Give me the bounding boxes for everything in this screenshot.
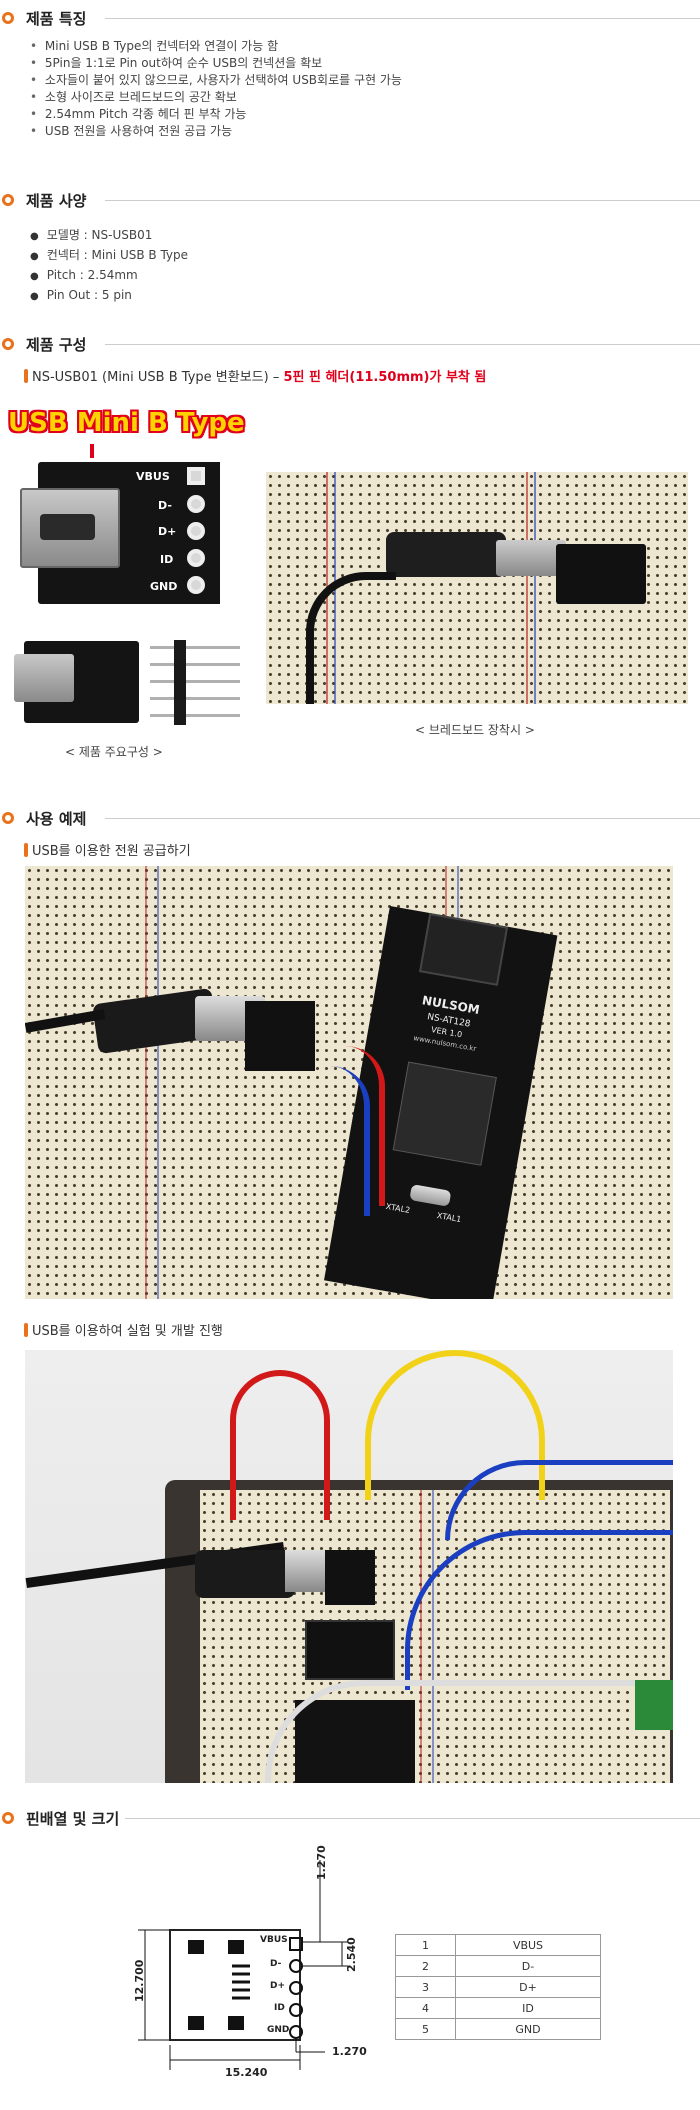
- dim-width: 15.240: [225, 2066, 268, 2079]
- example-dev-title: USB를 이용하여 실험 및 개발 진행: [32, 1324, 223, 1339]
- pad: [187, 576, 205, 594]
- pin-label-dminus: D-: [158, 499, 172, 512]
- dim-pitch: 2.540: [345, 1937, 358, 1972]
- dim-height: 12.700: [133, 1959, 146, 2002]
- dev-example-photo: [25, 1350, 673, 1783]
- xtal2-label: XTAL2: [385, 1201, 411, 1216]
- list-item: Mini USB B Type의 컨넥터와 연결이 가능 함: [30, 38, 402, 55]
- composition-subhead: NS-USB01 (Mini USB B Type 변환보드) – 5핀 핀 헤…: [24, 366, 486, 385]
- pin-label-dplus: D+: [158, 525, 177, 538]
- features-list: Mini USB B Type의 컨넥터와 연결이 가능 함 5Pin을 1:1…: [30, 38, 402, 140]
- list-item: 소자들이 붙어 있지 않으므로, 사용자가 선택하여 USB회로를 구현 가능: [30, 72, 402, 89]
- usb-type-label: USB Mini B Type: [8, 408, 245, 438]
- mcu-url: www.nulsom.co.kr: [412, 1034, 477, 1054]
- section-title: 핀배열 및 크기: [26, 1810, 120, 1828]
- section-divider: [125, 1818, 700, 1819]
- pad: [187, 549, 205, 567]
- dimension-diagram: [138, 1860, 348, 2070]
- list-item: 5Pin을 1:1로 Pin out하여 순수 USB의 컨넥션을 확보: [30, 55, 402, 72]
- list-item: USB 전원을 사용하여 전원 공급 가능: [30, 123, 402, 140]
- example-power-title: USB를 이용한 전원 공급하기: [32, 844, 191, 859]
- orange-bar-icon: [24, 1323, 28, 1337]
- dim-pin-dplus: D+: [270, 1981, 286, 1991]
- pin-header-photo: [150, 640, 240, 725]
- section-title: 제품 특징: [26, 10, 87, 28]
- section-examples-header: 사용 예제: [0, 808, 700, 830]
- section-divider: [105, 818, 700, 819]
- dim-bottom-offset: 1.270: [332, 2045, 367, 2058]
- caption-breadboard: < 브레드보드 장착시 >: [415, 723, 535, 737]
- pin-label-id: ID: [160, 553, 174, 566]
- caption-main: < 제품 주요구성 >: [65, 745, 163, 759]
- section-composition-header: 제품 구성: [0, 334, 700, 356]
- section-divider: [105, 18, 700, 19]
- section-bullet-icon: [2, 812, 14, 824]
- list-item: Pin Out : 5 pin: [30, 286, 188, 306]
- section-title: 제품 사양: [26, 192, 87, 210]
- pin-label-vbus: VBUS: [136, 470, 170, 483]
- product-name: NS-USB01 (Mini USB B Type 변환보드): [32, 370, 269, 385]
- dash: –: [268, 370, 284, 385]
- pad: [187, 522, 205, 540]
- dim-pin-id: ID: [274, 2003, 285, 2013]
- list-item: Pitch : 2.54mm: [30, 266, 188, 286]
- section-features-header: 제품 특징: [0, 8, 700, 30]
- section-bullet-icon: [2, 338, 14, 350]
- example-power-subhead: USB를 이용한 전원 공급하기: [24, 840, 191, 859]
- list-item: 소형 사이즈로 브레드보드의 공간 확보: [30, 89, 402, 106]
- example-dev-subhead: USB를 이용하여 실험 및 개발 진행: [24, 1320, 223, 1339]
- section-specs-header: 제품 사양: [0, 190, 700, 212]
- dim-top-offset: 1.270: [315, 1845, 328, 1880]
- pin-label-gnd: GND: [150, 580, 178, 593]
- dim-pin-vbus: VBUS: [260, 1935, 288, 1945]
- breadboard-photo: [266, 472, 688, 704]
- header-note: 5핀 핀 헤더(11.50mm)가 부착 됨: [283, 370, 487, 385]
- dim-pin-gnd: GND: [267, 2025, 290, 2035]
- section-divider: [105, 200, 700, 201]
- power-example-photo: NULSOM NS-AT128 VER 1.0 www.nulsom.co.kr…: [25, 866, 673, 1299]
- list-item: 모델명 : NS-USB01: [30, 226, 188, 246]
- list-item: 컨넥터 : Mini USB B Type: [30, 246, 188, 266]
- section-title: 사용 예제: [26, 810, 87, 828]
- product-photo-main: [20, 458, 220, 608]
- usb-cable-plug: [386, 532, 506, 577]
- orange-bar-icon: [24, 369, 28, 383]
- section-title: 제품 구성: [26, 336, 87, 354]
- list-item: 2.54mm Pitch 각종 헤더 핀 부착 가능: [30, 106, 402, 123]
- mini-usb-connector: [20, 488, 120, 568]
- dim-pin-dminus: D-: [270, 1959, 282, 1969]
- pad: [187, 495, 205, 513]
- section-pinout-header: 핀배열 및 크기: [0, 1808, 700, 1830]
- pad-square: [187, 467, 205, 485]
- specs-list: 모델명 : NS-USB01 컨넥터 : Mini USB B Type Pit…: [30, 226, 188, 306]
- section-bullet-icon: [2, 194, 14, 206]
- xtal1-label: XTAL1: [436, 1210, 463, 1225]
- product-photo-small: [14, 636, 139, 726]
- orange-bar-icon: [24, 843, 28, 857]
- section-bullet-icon: [2, 1812, 14, 1824]
- section-divider: [105, 344, 700, 345]
- dimension-drawing: [120, 1860, 370, 2080]
- section-bullet-icon: [2, 12, 14, 24]
